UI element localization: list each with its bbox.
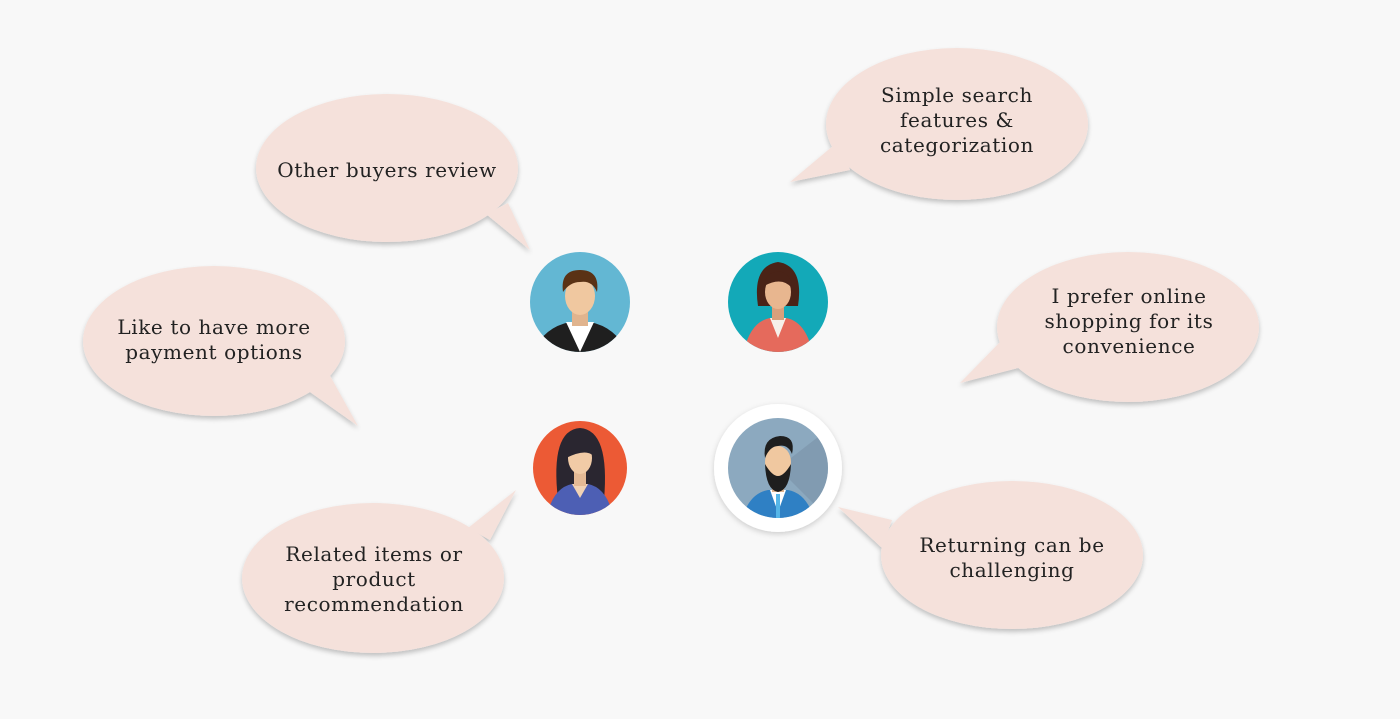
speech-bubble-payment-options [83,266,358,426]
speech-bubble-search-features [790,48,1088,200]
bubble-text-related-items: Related items or product recommendation [284,541,464,616]
woman-long-hair-avatar-icon [533,421,627,515]
young-man-avatar-icon [530,252,630,352]
woman-avatar-icon [728,252,828,352]
speech-bubble-related-items [242,490,516,653]
bubble-text-returning: Returning can be challenging [919,533,1105,582]
bubble-text-buyers-review: Other buyers review [277,157,497,182]
speech-bubble-online-convenience [960,252,1259,402]
bubble-text-online-convenience: I prefer online shopping for its conveni… [1044,283,1214,358]
bubble-text-payment-options: Like to have more payment options [117,315,311,364]
speech-bubble-returning [838,481,1143,629]
bubble-text-search-features: Simple search features & categorization [879,82,1034,157]
bearded-man-avatar-icon [714,404,842,532]
speech-bubble-buyers-review [256,94,530,250]
